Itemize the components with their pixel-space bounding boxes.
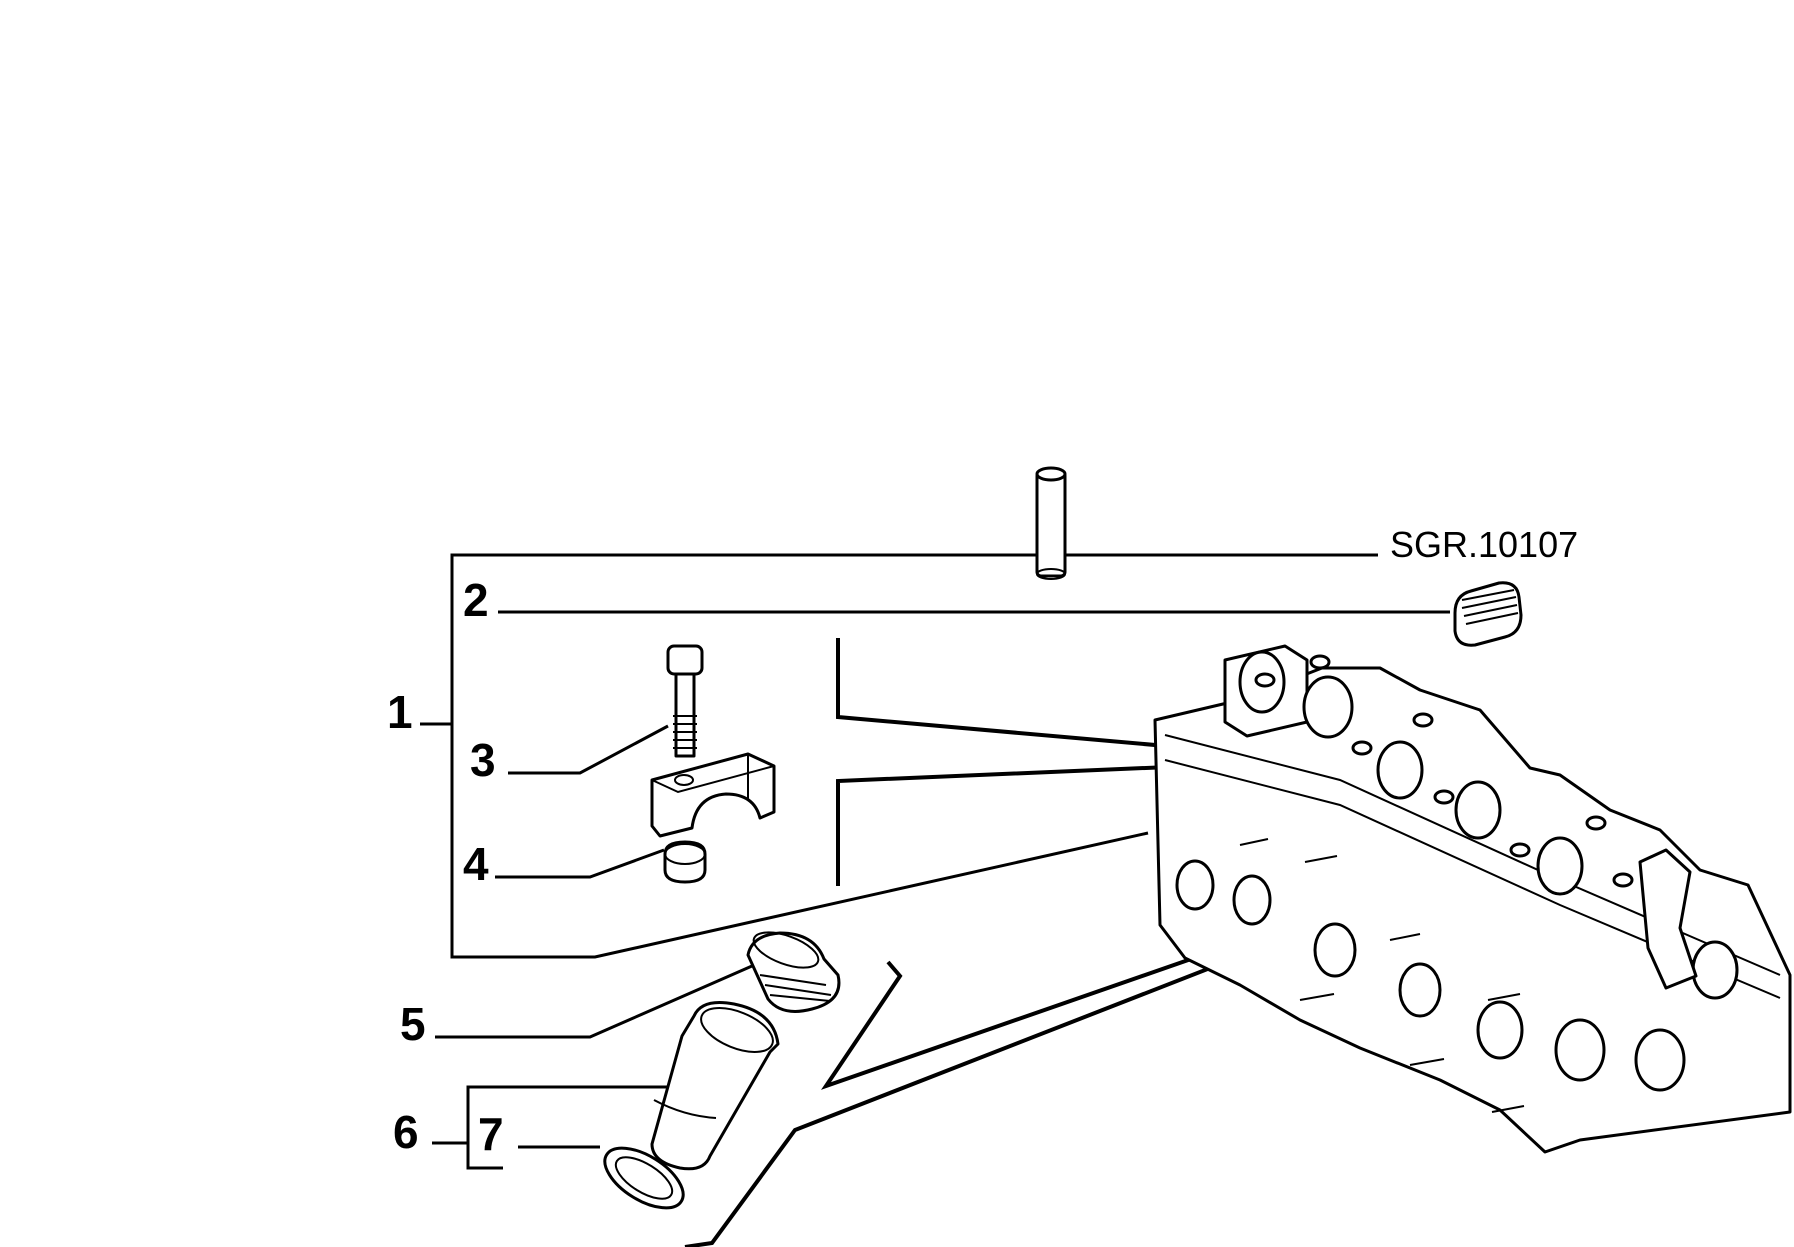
stud-bolt-part <box>666 644 704 758</box>
callout-7[interactable]: 7 <box>478 1108 504 1160</box>
reference-code: SGR.10107 <box>1390 524 1578 565</box>
callout-3[interactable]: 3 <box>470 734 496 786</box>
group-bracket-1 <box>420 553 1378 959</box>
callout-1[interactable]: 1 <box>387 686 413 738</box>
seal-ring-part <box>603 1146 685 1210</box>
guide-pin-part <box>1035 466 1067 580</box>
callout-6[interactable]: 6 <box>393 1106 419 1158</box>
cylinder-head-part <box>1153 644 1792 1154</box>
valve-guide-sleeve-part <box>650 1001 780 1171</box>
callout-5[interactable]: 5 <box>400 998 426 1050</box>
callout-4[interactable]: 4 <box>463 838 489 890</box>
callout-2[interactable]: 2 <box>463 574 489 626</box>
plug-part <box>1453 581 1523 647</box>
bushing-part <box>663 840 707 884</box>
threaded-plug-part <box>746 931 841 1013</box>
bearing-cap-part <box>650 752 776 838</box>
